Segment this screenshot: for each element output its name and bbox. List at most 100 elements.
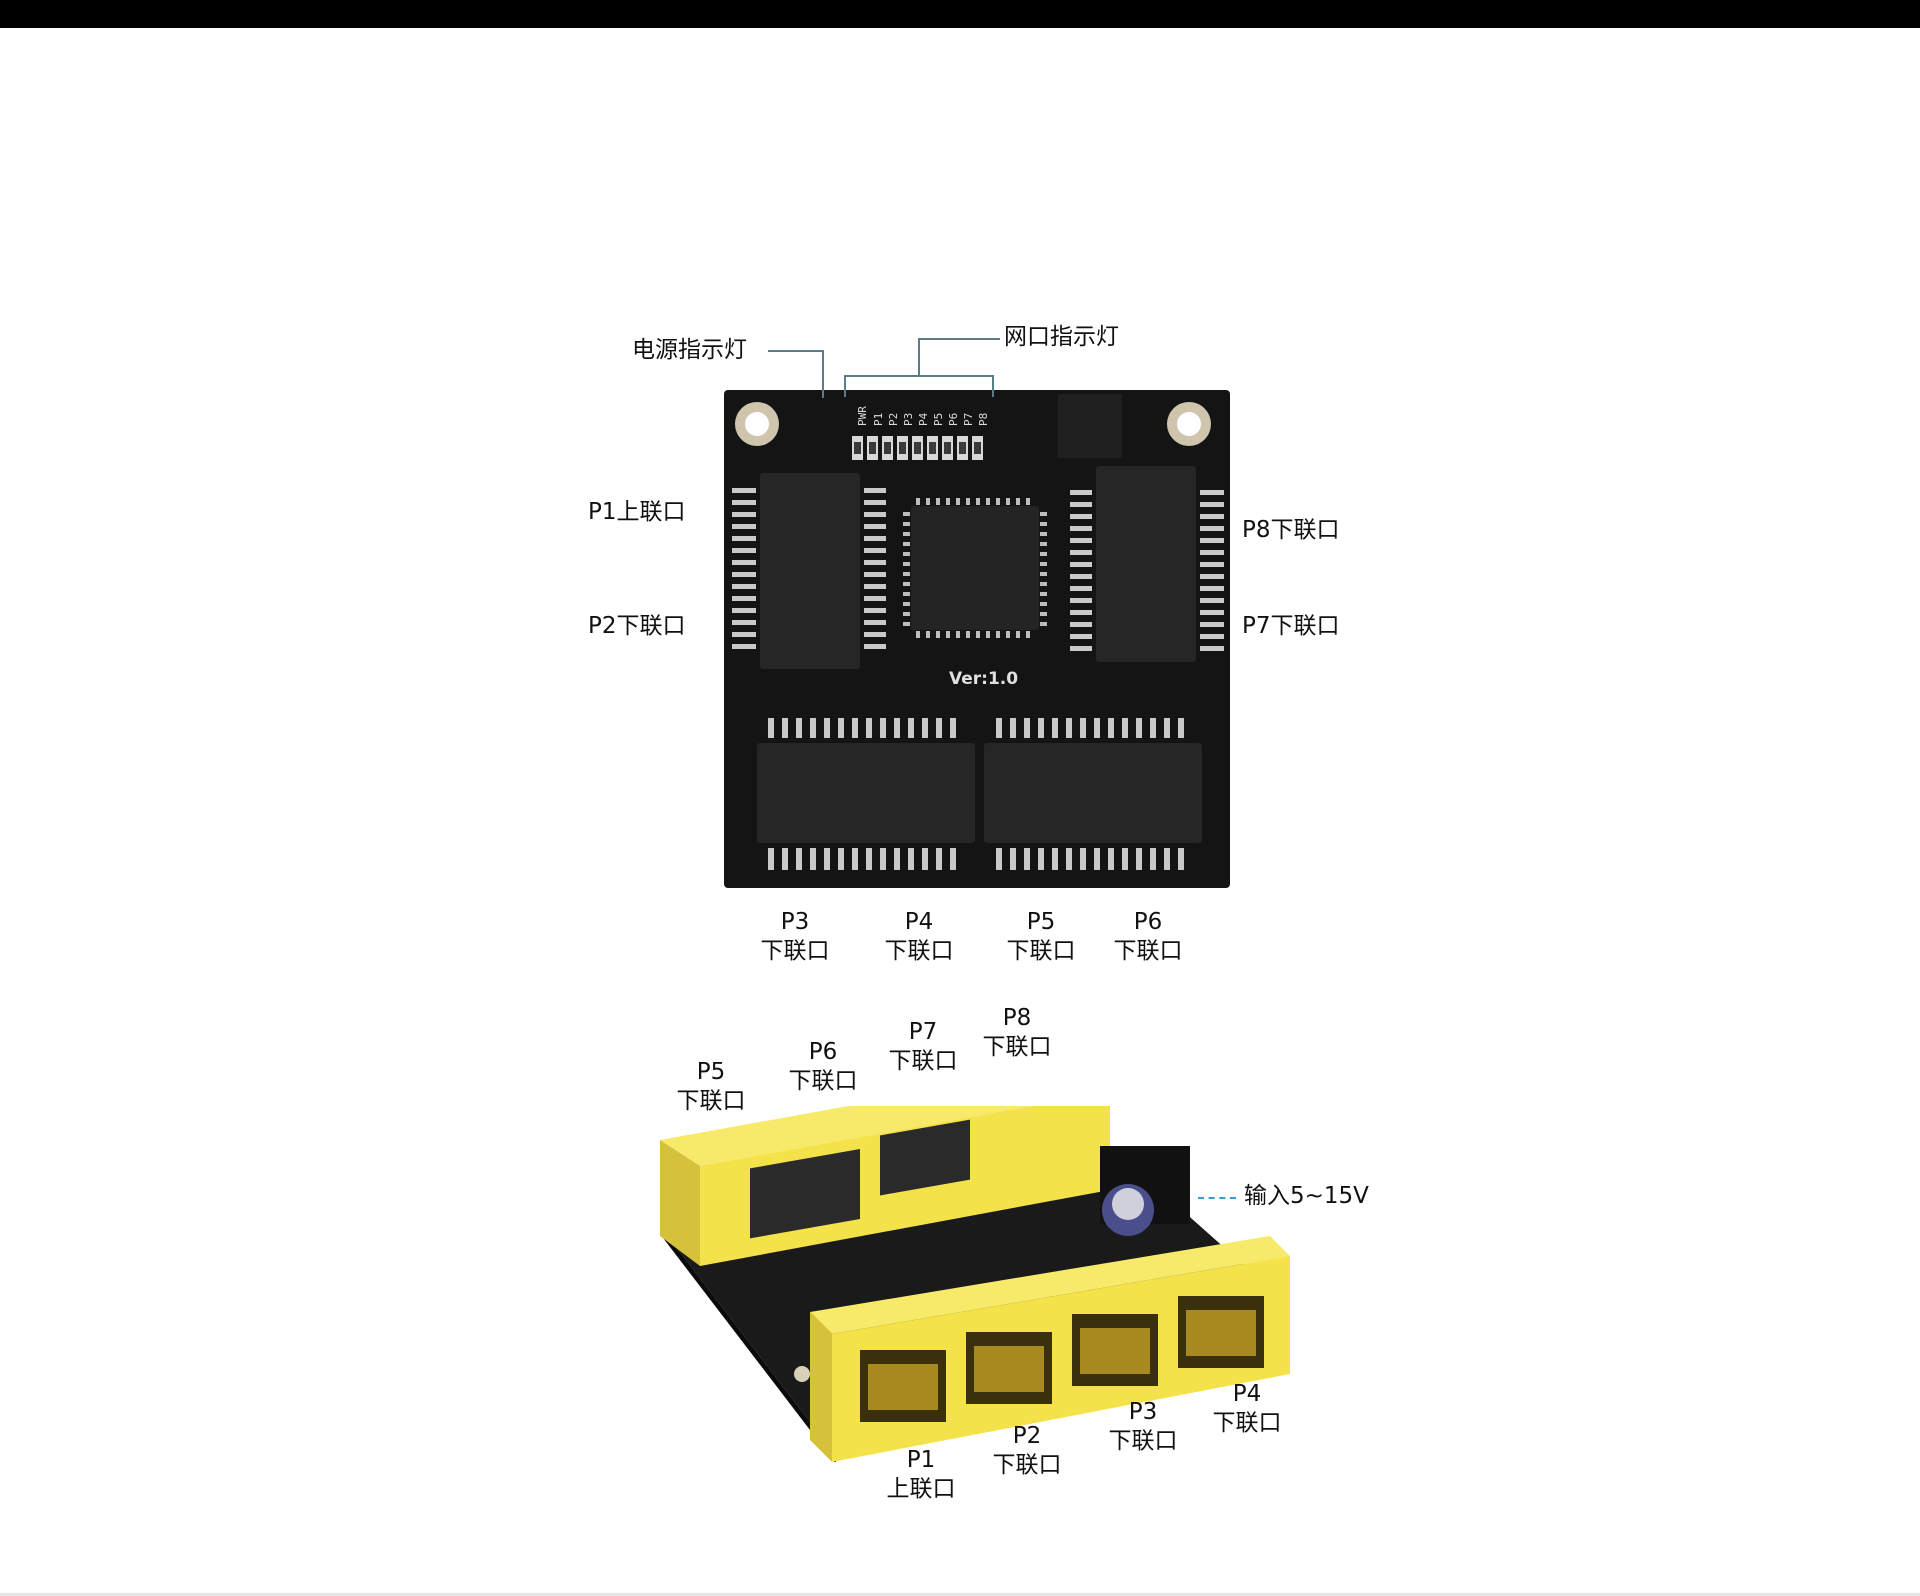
p1-front-port: P1: [906, 1447, 936, 1473]
pin: [1108, 848, 1114, 870]
port-led-leader-v: [918, 338, 920, 376]
pin: [1108, 718, 1114, 738]
chip-pin: [926, 631, 930, 638]
p7-back-port: P7: [908, 1019, 938, 1045]
pin: [732, 608, 756, 613]
p5-port: P5: [1026, 909, 1056, 935]
chip-pin: [1006, 498, 1010, 505]
pin: [852, 848, 858, 870]
pin: [1066, 848, 1072, 870]
p7-back-label: P7 下联口: [868, 1018, 978, 1076]
pin: [950, 718, 956, 738]
p7-back-type: 下联口: [888, 1048, 958, 1074]
pin: [1200, 538, 1224, 543]
pin: [1150, 718, 1156, 738]
chip-pin: [1006, 631, 1010, 638]
front-connector: [810, 1236, 1290, 1334]
pin: [1094, 848, 1100, 870]
pin: [1010, 848, 1016, 870]
pin: [1200, 646, 1224, 651]
pin: [1200, 490, 1224, 495]
pin: [908, 848, 914, 870]
silk-p7: P7: [962, 413, 975, 426]
p3-front-port: P3: [1128, 1399, 1158, 1425]
pin: [732, 548, 756, 553]
pin: [864, 596, 886, 601]
pin: [1066, 718, 1072, 738]
chip-pin: [956, 631, 960, 638]
p5-back-port: P5: [696, 1059, 726, 1085]
silk-pwr: PWR: [856, 406, 869, 426]
pin: [866, 848, 872, 870]
pin: [996, 848, 1002, 870]
p4-front-type: 下联口: [1212, 1410, 1282, 1436]
chip-pin: [903, 552, 910, 556]
pin: [864, 584, 886, 589]
silk-p8: P8: [977, 413, 990, 426]
led: [854, 442, 861, 454]
chip-pin: [996, 631, 1000, 638]
pin: [732, 632, 756, 637]
chip-pin: [1016, 631, 1020, 638]
pin: [1024, 848, 1030, 870]
pin: [1164, 718, 1170, 738]
led: [929, 442, 936, 454]
pin: [864, 560, 886, 565]
pin: [1200, 562, 1224, 567]
pin: [1070, 514, 1092, 519]
led: [914, 442, 921, 454]
back-connector: [660, 1106, 1033, 1166]
pin: [894, 718, 900, 738]
pin: [796, 718, 802, 738]
chip-pin: [1040, 582, 1047, 586]
chip-pin: [1016, 498, 1020, 505]
main-chip: [911, 506, 1039, 630]
power-input-leader: [1198, 1197, 1236, 1199]
chip-pin: [916, 498, 920, 505]
pin: [796, 848, 802, 870]
pin: [1070, 622, 1092, 627]
pin: [1070, 526, 1092, 531]
p8-downlink-label: P8下联口: [1242, 517, 1340, 543]
version-label: Ver:1.0: [949, 669, 1018, 689]
rj45-contacts: [974, 1346, 1044, 1392]
transformer-bottom-left: [757, 743, 975, 843]
pin: [894, 848, 900, 870]
led: [884, 442, 891, 454]
pin: [1010, 718, 1016, 738]
pin: [732, 560, 756, 565]
pin: [1200, 610, 1224, 615]
pin: [866, 718, 872, 738]
chip-pin: [1040, 602, 1047, 606]
chip-pin: [903, 562, 910, 566]
transformer-bottom-right: [984, 743, 1202, 843]
led: [869, 442, 876, 454]
chip-pin: [936, 631, 940, 638]
p2-front-type: 下联口: [992, 1452, 1062, 1478]
chip-pin: [903, 522, 910, 526]
chip-pin: [903, 542, 910, 546]
pin: [936, 718, 942, 738]
pin: [1080, 848, 1086, 870]
pin: [1200, 574, 1224, 579]
silk-p6: P6: [947, 413, 960, 426]
pin: [864, 512, 886, 517]
silk-p2: P2: [887, 413, 900, 426]
pin: [1070, 502, 1092, 507]
pin: [1070, 490, 1092, 495]
pin: [1070, 634, 1092, 639]
pin: [1080, 718, 1086, 738]
power-led-leader-h: [768, 350, 824, 352]
chip-pin: [986, 631, 990, 638]
led: [974, 442, 981, 454]
pin: [1200, 586, 1224, 591]
pin: [864, 608, 886, 613]
pin: [732, 488, 756, 493]
port-led-bracket: [844, 375, 994, 377]
chip-pin: [996, 498, 1000, 505]
